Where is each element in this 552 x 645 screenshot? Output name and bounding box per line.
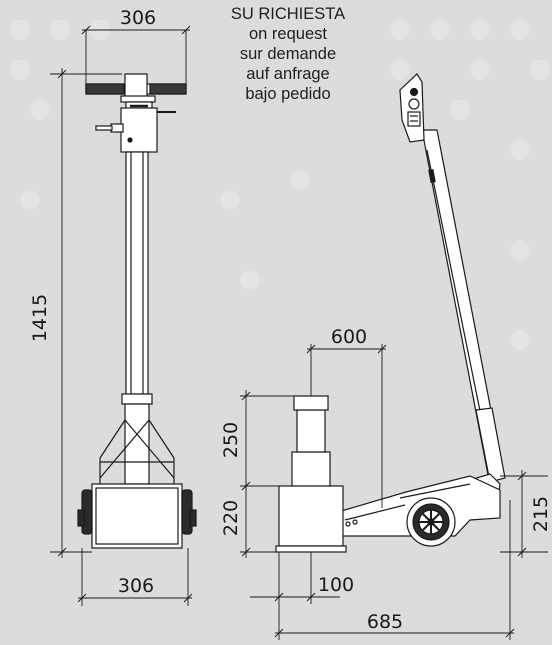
saddle — [293, 395, 329, 411]
stage-lower — [291, 451, 331, 487]
front-column — [125, 151, 149, 395]
dim-bottom-width: 306 — [118, 575, 154, 597]
on-request-note: SU RICHIESTA on request sur demande auf … — [200, 4, 376, 104]
head-block — [124, 73, 148, 99]
side-view — [275, 73, 506, 553]
dim-top-width: 306 — [120, 7, 156, 29]
side-wheel — [406, 497, 456, 547]
cylinder-body — [278, 485, 344, 547]
control-unit — [120, 107, 158, 153]
dim-total-height: 1415 — [29, 294, 51, 342]
dimension-lines — [50, 25, 548, 640]
front-view — [77, 73, 197, 549]
dim-min-height: 220 — [220, 500, 242, 536]
note-line-es: bajo pedido — [245, 85, 331, 103]
note-line-en: on request — [249, 25, 327, 43]
stage-upper — [296, 409, 326, 453]
dim-extension: 250 — [220, 422, 242, 458]
dim-handle-height: 215 — [530, 496, 552, 532]
note-line-it: SU RICHIESTA — [230, 5, 346, 23]
dim-saddle-offset: 100 — [318, 574, 354, 596]
dim-reach: 600 — [331, 326, 367, 348]
note-line-fr: sur demande — [239, 45, 337, 63]
handle-head — [399, 73, 425, 143]
dim-length: 685 — [367, 611, 403, 633]
note-line-de: auf anfrage — [246, 65, 330, 83]
